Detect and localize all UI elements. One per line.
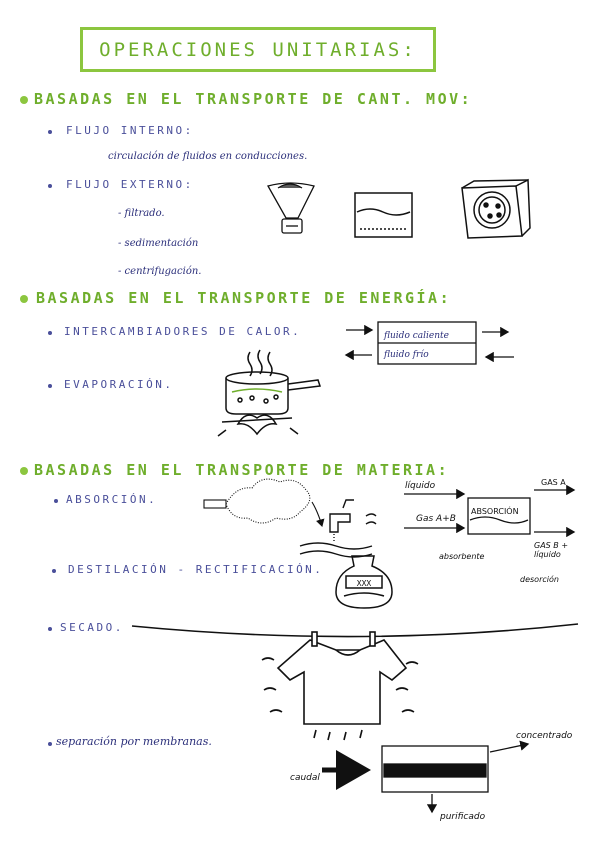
flujo-interno-label: FLUJO INTERNO: bbox=[66, 124, 194, 137]
evaporacion-label: EVAPORACIÓN. bbox=[64, 378, 174, 391]
fluido-frio-label: fluido frío bbox=[384, 350, 429, 360]
section2-heading: BASADAS EN EL TRANSPORTE DE ENERGÍA: bbox=[36, 289, 452, 307]
gas-cloud-icon bbox=[203, 478, 325, 528]
section2-bullet bbox=[20, 295, 28, 303]
bullet bbox=[48, 627, 52, 631]
sedimentation-tank-icon bbox=[354, 192, 413, 238]
bullet bbox=[54, 499, 58, 503]
title-box: OPERACIONES UNITARIAS: bbox=[80, 27, 436, 72]
section1-bullet bbox=[20, 96, 28, 104]
flujo-interno-desc: circulación de fluidos en conducciones. bbox=[108, 151, 308, 162]
bullet bbox=[48, 384, 52, 388]
absorcion-box-label: ABSORCIÓN bbox=[471, 507, 519, 516]
bullet bbox=[48, 331, 52, 335]
bottle-label: XXX bbox=[357, 579, 372, 588]
section1-heading: BASADAS EN EL TRANSPORTE DE CANT. MOV: bbox=[34, 90, 473, 108]
bullet bbox=[48, 130, 52, 134]
heat-exchanger-icon bbox=[344, 321, 514, 365]
bottle-icon: XXX bbox=[335, 555, 393, 609]
membranas-label: separación por membranas. bbox=[56, 735, 212, 748]
absorbente-label: absorbente bbox=[439, 552, 485, 561]
caudal-label: caudal bbox=[290, 773, 320, 783]
centrifuge-icon bbox=[461, 178, 531, 239]
flujo-externo-label: FLUJO EXTERNO: bbox=[66, 178, 194, 191]
list-item-centrifugacion: - centrifugación. bbox=[118, 266, 202, 277]
gas-a-label: GAS A bbox=[541, 478, 566, 487]
bullet bbox=[48, 184, 52, 188]
gas-ab-label: Gas A+B bbox=[416, 514, 456, 524]
section3-bullet bbox=[20, 467, 28, 475]
destilacion-label: DESTILACIÓN - RECTIFICACIÓN. bbox=[68, 563, 324, 576]
absorption-box-icon bbox=[404, 484, 576, 538]
fluido-caliente-label: fluido caliente bbox=[384, 331, 449, 341]
list-item-sedimentacion: - sedimentación bbox=[118, 238, 199, 249]
absorcion-label: ABSORCIÓN. bbox=[66, 493, 158, 506]
page-title: OPERACIONES UNITARIAS: bbox=[99, 38, 417, 61]
bullet bbox=[52, 569, 56, 573]
concentrado-label: concentrado bbox=[516, 731, 573, 741]
bullet bbox=[48, 742, 52, 746]
desorcion-label: desorción bbox=[520, 575, 559, 584]
secado-label: SECADO. bbox=[60, 621, 124, 634]
evaporation-pot-icon bbox=[217, 349, 322, 437]
filter-funnel-icon bbox=[267, 182, 315, 234]
faucet-icon bbox=[299, 499, 377, 558]
list-item-filtrado: - filtrado. bbox=[118, 208, 165, 219]
membrane-icon bbox=[322, 740, 530, 814]
gas-b-liquido-label: GAS B + líquido bbox=[534, 541, 569, 559]
section3-heading: BASADAS EN EL TRANSPORTE DE MATERIA: bbox=[34, 461, 450, 479]
drying-shirt-icon bbox=[131, 623, 579, 741]
intercambiadores-label: INTERCAMBIADORES DE CALOR. bbox=[64, 325, 302, 338]
purificado-label: purificado bbox=[440, 812, 486, 822]
liquido-label: líquido bbox=[405, 481, 436, 491]
